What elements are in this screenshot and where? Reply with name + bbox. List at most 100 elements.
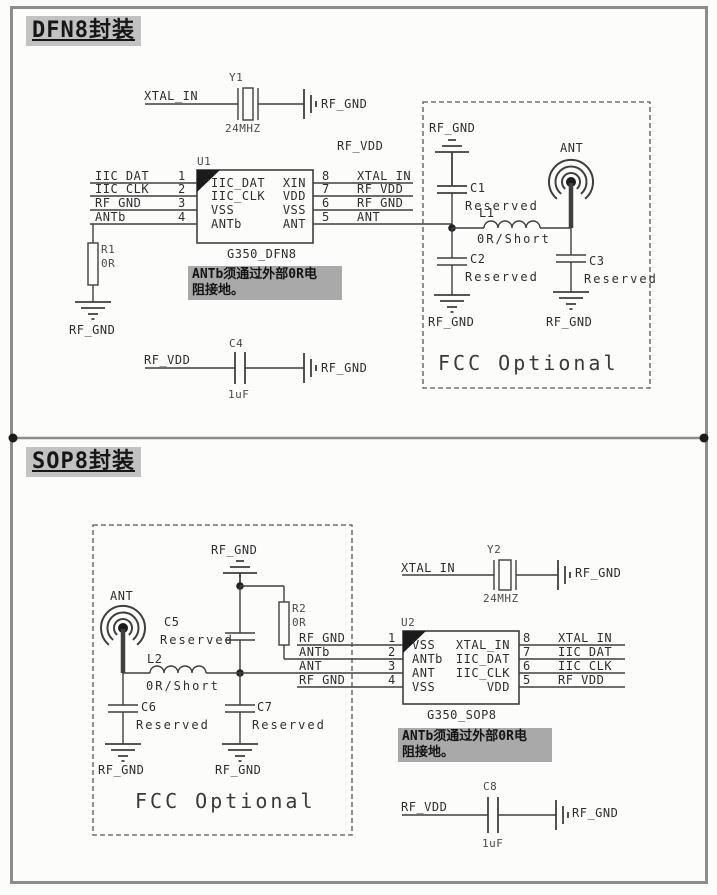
gnd-port-label: RF_GND [321, 361, 368, 375]
pin-name: IIC_DAT [211, 176, 266, 190]
u2-left-wires [240, 644, 403, 688]
gnd-label: RF_GND [211, 543, 258, 557]
net-label: XTAL_IN [357, 169, 412, 183]
note-antb-grounding: ANTb须通过外部0R电 阻接地。 [398, 728, 552, 762]
u1-chip-body [196, 169, 314, 244]
pin-name: IIC_CLK [211, 189, 266, 203]
note-antb-grounding: ANTb须通过外部0R电 阻接地。 [188, 266, 342, 300]
cap-value-c2: Reserved [465, 270, 539, 284]
antenna-label: ANT [110, 589, 134, 603]
c8-symbol [402, 797, 569, 833]
crystal-y1-symbol [145, 87, 317, 121]
crystal-freq-y2: 24MHZ [483, 592, 519, 605]
gnd-label: RF_GND [69, 323, 116, 337]
resistor-value-r2: 0R [292, 616, 307, 629]
net-label: IIC_DAT [558, 645, 613, 659]
chip-part-label: G350_SOP8 [427, 708, 497, 722]
cap-ref-c8: C8 [483, 780, 498, 793]
cap-value-c5: Reserved [160, 633, 234, 647]
net-label: IIC_DAT [95, 169, 150, 183]
chip-ref-u2: U2 [401, 616, 416, 629]
cap-ref-c5: C5 [164, 615, 180, 629]
pin-number: 5 [322, 210, 330, 224]
pin-number: 3 [178, 196, 186, 210]
cap-value-c4: 1uF [228, 388, 250, 401]
crystal-ref-y2: Y2 [487, 543, 502, 556]
pin-name: VDD [282, 189, 306, 203]
net-label: RF_GND [357, 196, 404, 210]
net-label-rf-vdd: RF_VDD [401, 800, 448, 814]
pin-name: IIC_CLK [455, 666, 510, 680]
note-line: 阻接地。 [402, 745, 455, 760]
cap-ref-c2: C2 [470, 252, 486, 266]
chip-part-label: G350_DFN8 [227, 247, 297, 261]
net-label: ANTb [95, 210, 126, 224]
gnd-port-label: RF_GND [321, 97, 368, 111]
chip-ref-u1: U1 [197, 155, 212, 168]
cap-ref-c3: C3 [589, 254, 605, 268]
gnd-label: RF_GND [429, 121, 476, 135]
cap-value-c6: Reserved [136, 718, 210, 732]
net-label: IIC_CLK [95, 182, 150, 196]
pin-number: 3 [388, 659, 396, 673]
u2-right-wires [519, 644, 625, 688]
note-line: 阻接地。 [192, 283, 245, 298]
gnd-port-label: RF_GND [575, 566, 622, 580]
pin-number: 7 [322, 182, 330, 196]
cap-value-c3: Reserved [584, 272, 658, 286]
pin-number: 4 [178, 210, 186, 224]
gnd-label: RF_GND [428, 315, 475, 329]
crystal-freq-y1: 24MHZ [225, 122, 261, 135]
u1-left-wires [75, 182, 197, 320]
dfn8-section-title: DFN8封装 [26, 16, 141, 46]
pin-name: VSS [282, 203, 306, 217]
pin-name: VSS [211, 203, 235, 217]
fcc-box-dfn8 [422, 101, 651, 389]
u2-chip-body [402, 630, 520, 705]
net-label: RF_GND [299, 631, 346, 645]
net-label: RF_GND [95, 196, 142, 210]
pin-number: 4 [388, 673, 396, 687]
crystal-ref-y1: Y1 [229, 71, 244, 84]
net-label: RF_VDD [357, 182, 404, 196]
gnd-label: RF_GND [546, 315, 593, 329]
net-label: ANT [299, 659, 323, 673]
pin-name: ANT [412, 666, 436, 680]
net-label: ANT [357, 210, 381, 224]
pin-number: 2 [178, 182, 186, 196]
net-label: XTAL_IN [558, 631, 613, 645]
fcc-optional-label: FCC Optional [438, 351, 619, 375]
u1-right-wires [313, 182, 452, 225]
inductor-ref-l1: L1 [479, 206, 495, 220]
pin-number: 8 [523, 631, 531, 645]
pin-name: ANTb [412, 652, 443, 666]
pin-name: XIN [282, 176, 306, 190]
pin-number: 8 [322, 169, 330, 183]
gnd-label: RF_GND [98, 763, 145, 777]
pin-name: XTAL_IN [455, 638, 510, 652]
cap-ref-c4: C4 [229, 337, 244, 350]
inductor-value-l1: 0R/Short [477, 232, 551, 246]
fcc-optional-label: FCC Optional [135, 789, 316, 813]
net-label-xtal-in: XTAL_IN [401, 561, 456, 575]
pin-number: 6 [523, 659, 531, 673]
pin-number: 6 [322, 196, 330, 210]
net-label: RF_GND [299, 673, 346, 687]
net-label: IIC_CLK [558, 659, 613, 673]
inductor-value-l2: 0R/Short [146, 679, 220, 693]
pin-name: ANTb [211, 217, 242, 231]
net-label-rf-vdd: RF_VDD [144, 353, 191, 367]
sheet-border [10, 6, 708, 884]
net-label: RF_VDD [558, 673, 605, 687]
gnd-port-label: RF_GND [572, 806, 619, 820]
pin-name: ANT [282, 217, 306, 231]
note-line: ANTb须通过外部0R电 [402, 729, 527, 744]
sop8-section-title: SOP8封装 [26, 447, 141, 477]
cap-ref-c7: C7 [257, 700, 273, 714]
inductor-ref-l2: L2 [147, 652, 163, 666]
pin-name: VDD [486, 680, 510, 694]
pin-number: 1 [178, 169, 186, 183]
crystal-y2-symbol [402, 559, 571, 591]
